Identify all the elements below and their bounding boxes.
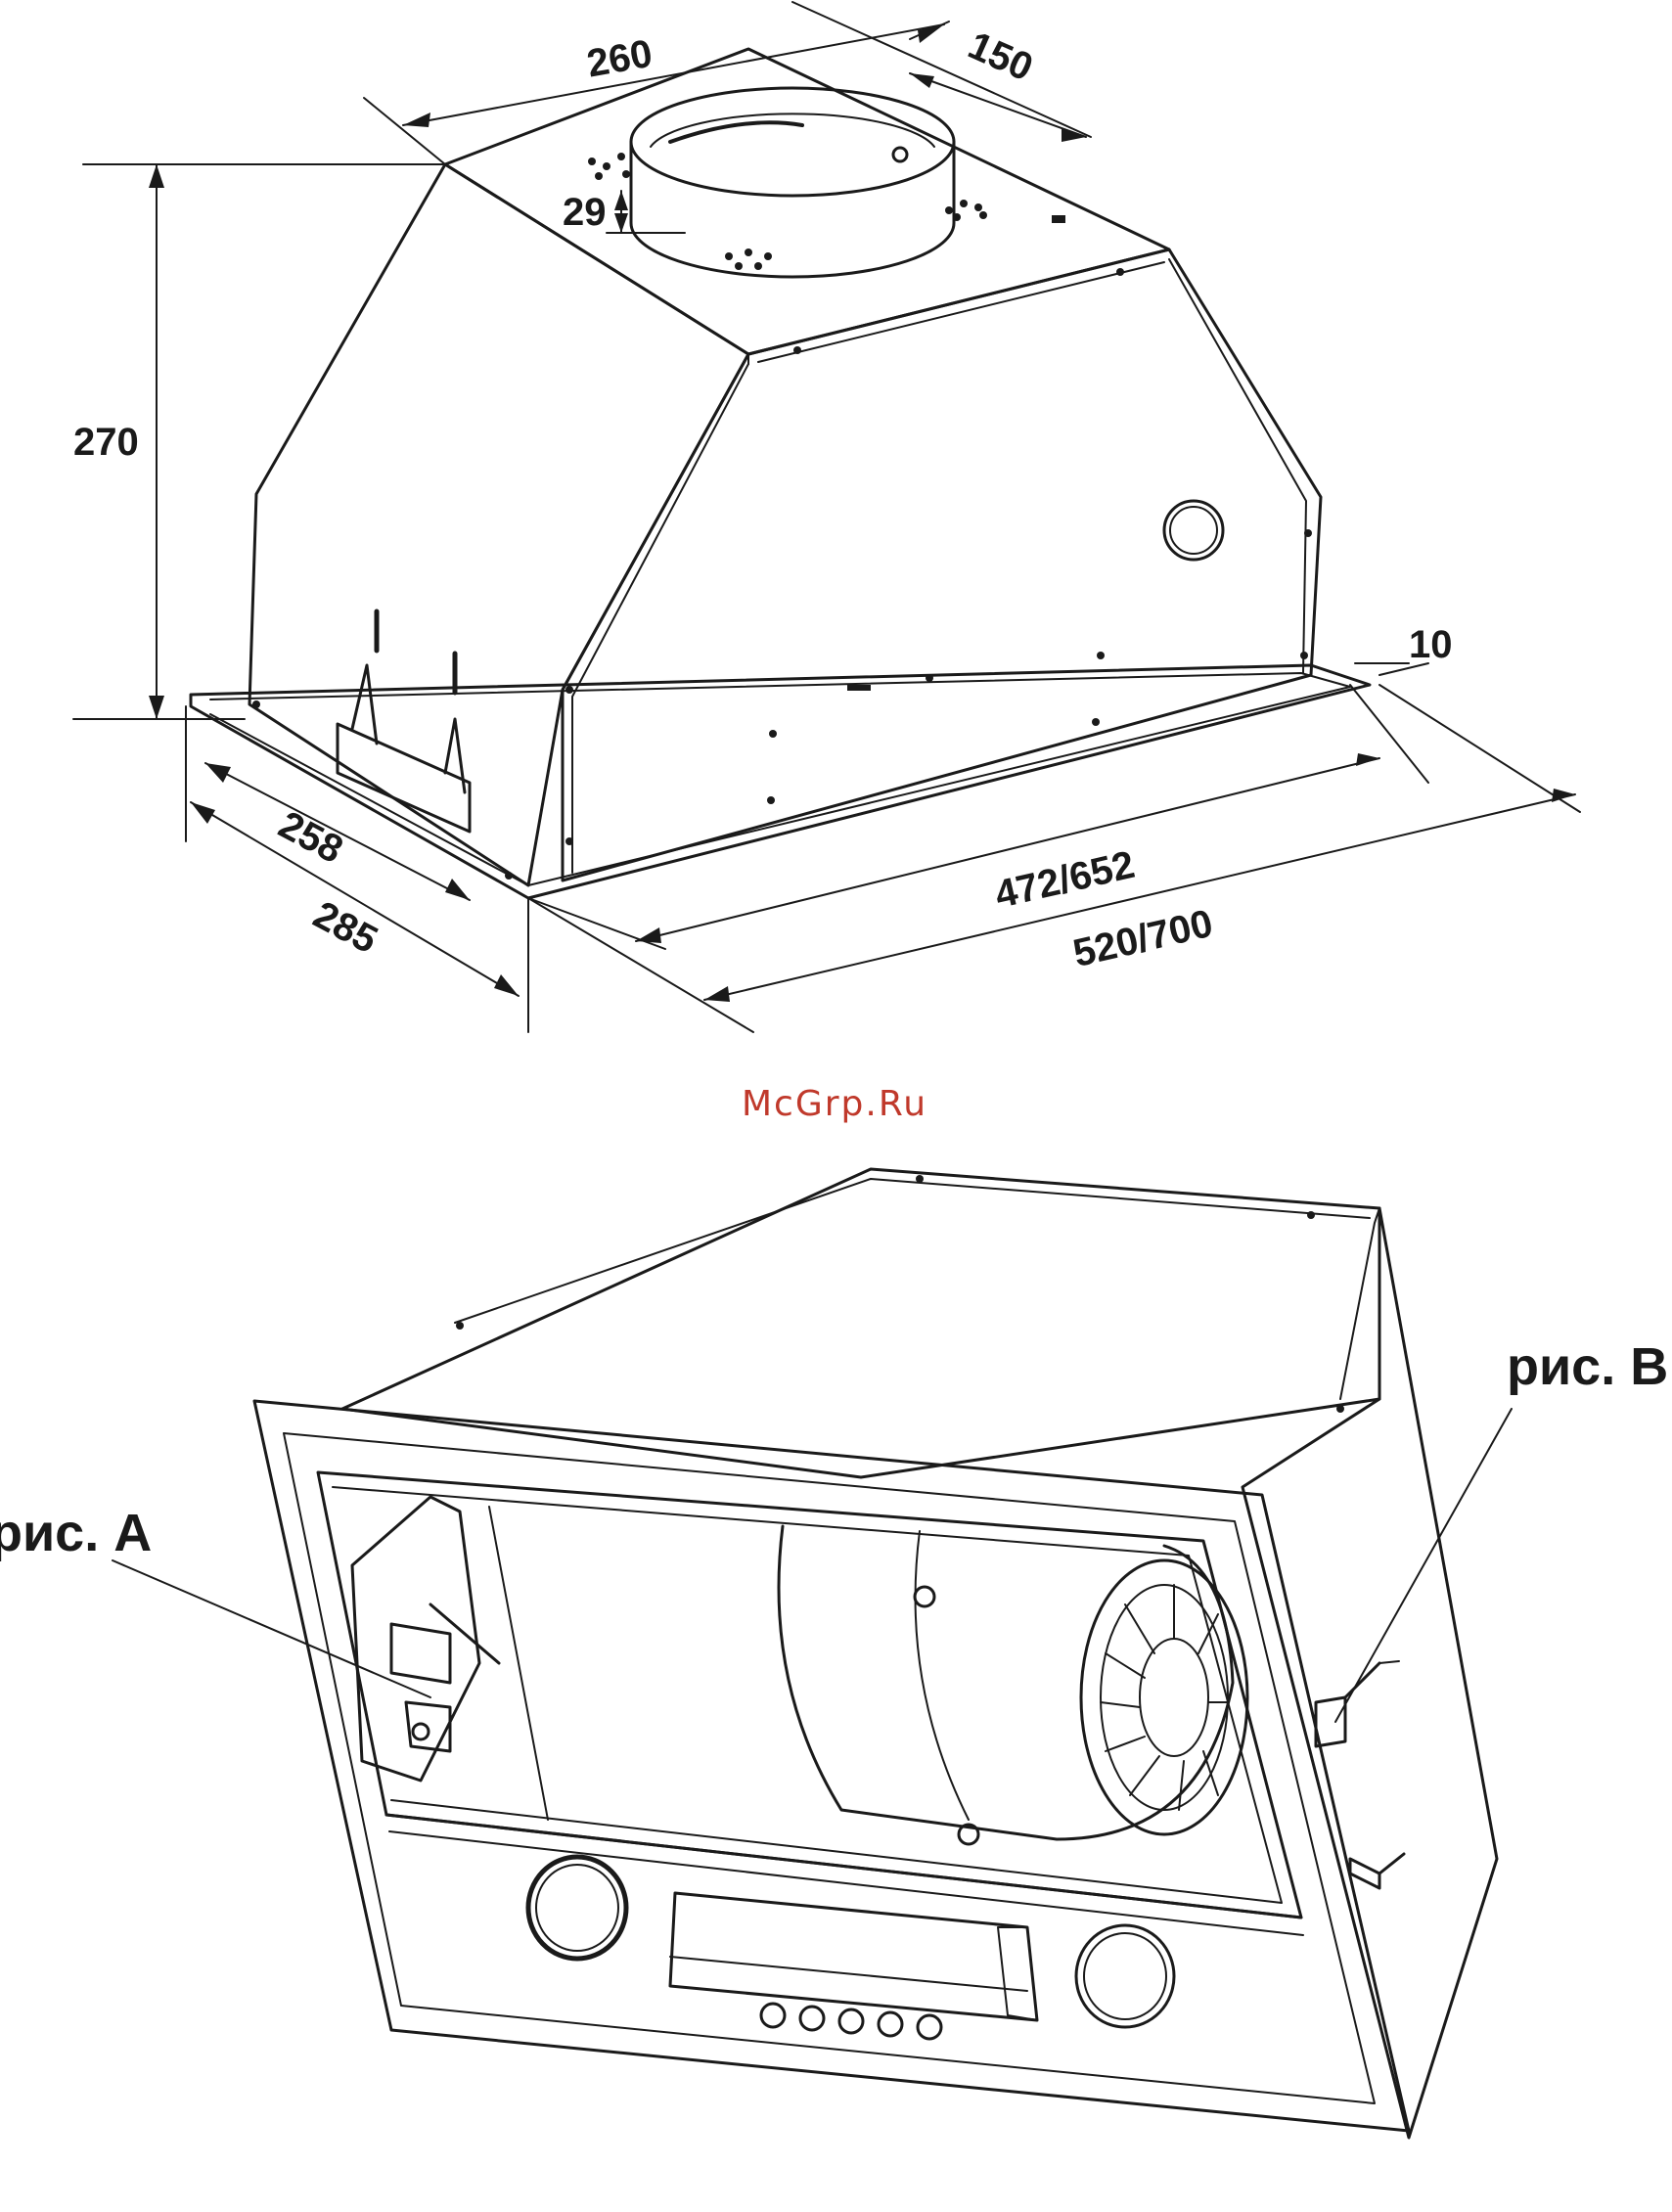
dim-top-width: 260 xyxy=(584,32,655,86)
side-screw-holes xyxy=(565,268,1312,845)
dim-outer-depth: 285 xyxy=(306,893,384,962)
callout-leader-a xyxy=(113,1560,430,1697)
knob-icon[interactable] xyxy=(761,2004,785,2027)
callout-label-a: рис. A xyxy=(0,1504,152,1562)
exhaust-collar-body xyxy=(631,142,954,277)
collar-screw-icon xyxy=(893,148,907,161)
blower-assembly xyxy=(779,1526,1247,1844)
dim-inner-width: 472/652 xyxy=(991,843,1139,917)
lamp-left xyxy=(528,1857,626,1959)
control-strip-top xyxy=(386,1815,1301,1918)
knob-icon[interactable] xyxy=(879,2012,902,2036)
hood-edge-fold-1 xyxy=(572,364,748,873)
control-strip-bottom xyxy=(389,1831,1303,1935)
side-round-opening-inner xyxy=(1170,507,1217,554)
side-round-opening xyxy=(1164,501,1223,560)
hood-dimension-drawing xyxy=(73,2,1580,1032)
dim-collar-height: 29 xyxy=(563,191,607,234)
callout-label-b: рис. B xyxy=(1507,1337,1668,1396)
hood-edge-fold-2 xyxy=(1169,259,1306,673)
control-panel xyxy=(670,1893,1037,2020)
dimension-labels: 260 150 29 270 10 258 285 472/652 520/70… xyxy=(73,23,1453,975)
dim-outer-width: 520/700 xyxy=(1069,902,1217,975)
knob-icon[interactable] xyxy=(839,2009,863,2033)
watermark-text: McGrp.Ru xyxy=(742,1084,927,1124)
dimension-arrows xyxy=(149,24,1575,1002)
hood-left-panel xyxy=(249,164,748,885)
shell-right-rail xyxy=(1340,1208,1379,1399)
dim-top-depth: 150 xyxy=(962,23,1039,89)
shell-top-edge xyxy=(455,1179,1370,1323)
hood-front-drawing xyxy=(113,1169,1512,2138)
hood-top-panel xyxy=(445,49,1169,354)
front-frame-inner xyxy=(284,1433,1375,2103)
dimension-lines xyxy=(73,2,1580,1032)
knob-icon[interactable] xyxy=(918,2015,941,2039)
shell-top xyxy=(342,1169,1379,1477)
shell-screw-holes xyxy=(456,1175,1344,1413)
exhaust-collar-top xyxy=(631,88,954,196)
left-bracket-assembly xyxy=(352,1497,548,1820)
knob-icon[interactable] xyxy=(800,2007,824,2030)
dim-inner-depth: 258 xyxy=(272,803,350,872)
lamp-right xyxy=(1076,1925,1174,2027)
front-opening xyxy=(318,1472,1301,1918)
dim-lip: 10 xyxy=(1409,623,1453,666)
dim-height: 270 xyxy=(73,421,139,464)
mounting-bracket-left xyxy=(338,611,470,832)
right-side-brackets xyxy=(1316,1661,1404,1888)
